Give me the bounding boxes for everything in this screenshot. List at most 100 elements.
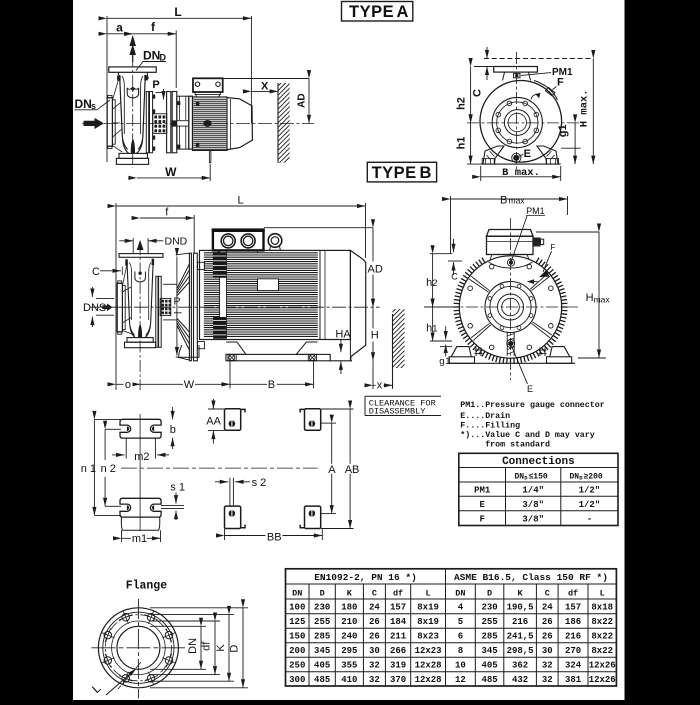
svg-text:216: 216 (512, 617, 528, 627)
svg-text:C: C (372, 588, 377, 598)
svg-text:h: h (426, 277, 432, 289)
svg-text:DN: DN (455, 588, 465, 598)
svg-text:AD: AD (297, 93, 308, 107)
svg-text:125: 125 (289, 617, 305, 627)
svg-text:EN1092-2, PN 16 *): EN1092-2, PN 16 *) (314, 572, 417, 583)
svg-text:F: F (551, 243, 556, 252)
svg-text:3/8": 3/8" (522, 500, 544, 510)
svg-text:1: 1 (432, 324, 437, 335)
svg-text:8x22: 8x22 (591, 632, 613, 642)
svg-text:≥200: ≥200 (584, 472, 603, 481)
svg-text:285: 285 (314, 632, 330, 642)
svg-text:100: 100 (289, 603, 305, 613)
svg-text:PM1: PM1 (474, 486, 491, 496)
svg-text:210: 210 (341, 617, 357, 627)
svg-text:ASME B16.5, Class 150 RF *): ASME B16.5, Class 150 RF *) (454, 572, 608, 583)
svg-text:255: 255 (481, 617, 497, 627)
svg-text:C: C (92, 266, 100, 278)
svg-text:D: D (229, 645, 241, 653)
svg-text:DN: DN (143, 49, 160, 63)
svg-text:32: 32 (542, 661, 553, 671)
svg-text:DND: DND (165, 236, 188, 248)
svg-text:32: 32 (369, 661, 380, 671)
svg-text:-: - (587, 514, 592, 524)
svg-text:s 1: s 1 (170, 481, 185, 493)
svg-text:432: 432 (512, 675, 528, 685)
svg-text:26: 26 (369, 632, 380, 642)
svg-text:190,5: 190,5 (507, 603, 534, 613)
svg-text:H max.: H max. (579, 89, 591, 127)
svg-text:n 1: n 1 (81, 463, 96, 475)
svg-text:157: 157 (390, 603, 406, 613)
svg-text:8x23: 8x23 (417, 632, 439, 642)
svg-text:a: a (116, 21, 123, 35)
svg-text:8: 8 (458, 646, 463, 656)
svg-text:AA: AA (206, 416, 221, 428)
svg-text:230: 230 (314, 603, 330, 613)
svg-text:W: W (184, 379, 195, 391)
svg-text:L: L (600, 588, 605, 598)
svg-text:3/8": 3/8" (522, 514, 544, 524)
svg-text:241,5: 241,5 (507, 632, 534, 642)
svg-text:B: B (420, 164, 432, 182)
svg-text:211: 211 (390, 632, 407, 642)
svg-text:1/2": 1/2" (579, 500, 601, 510)
svg-text:250: 250 (289, 661, 305, 671)
svg-text:1/4": 1/4" (522, 486, 544, 496)
svg-text:n 2: n 2 (101, 463, 116, 475)
svg-text:W: W (165, 165, 177, 179)
svg-text:E: E (524, 148, 531, 160)
svg-text:DISASSEMBLY: DISASSEMBLY (369, 406, 426, 416)
svg-text:405: 405 (481, 661, 497, 671)
svg-text:319: 319 (390, 661, 406, 671)
svg-text:x: x (377, 380, 383, 392)
svg-text:df: df (568, 588, 578, 598)
svg-text:324: 324 (565, 661, 582, 671)
svg-text:max: max (509, 195, 526, 205)
svg-text:E: E (479, 500, 485, 510)
svg-text:DN: DN (187, 638, 199, 654)
svg-text:o: o (125, 379, 131, 391)
svg-text:370: 370 (390, 675, 406, 685)
svg-text:L: L (426, 588, 431, 598)
svg-text:266: 266 (390, 646, 406, 656)
svg-text:184: 184 (390, 617, 407, 627)
svg-text:E: E (527, 384, 533, 394)
svg-text:240: 240 (341, 632, 357, 642)
svg-text:32: 32 (369, 675, 380, 685)
svg-text:186: 186 (565, 617, 581, 627)
svg-text:DN: DN (570, 472, 580, 481)
svg-text:s 2: s 2 (252, 477, 267, 489)
svg-text:12x26: 12x26 (589, 675, 616, 685)
svg-text:b: b (170, 424, 176, 436)
svg-text:C: C (451, 272, 458, 282)
svg-text:E....Drain: E....Drain (460, 411, 510, 421)
svg-text:PM1: PM1 (526, 206, 545, 216)
svg-text:180: 180 (341, 603, 357, 613)
svg-text:TYPE: TYPE (372, 164, 417, 182)
svg-text:B max.: B max. (502, 167, 540, 179)
svg-text:max: max (594, 295, 611, 305)
svg-text:485: 485 (314, 675, 330, 685)
svg-text:32: 32 (542, 675, 553, 685)
svg-text:298,5: 298,5 (507, 646, 534, 656)
svg-text:345: 345 (481, 646, 497, 656)
svg-text:12x23: 12x23 (415, 646, 442, 656)
svg-text:D: D (320, 588, 325, 598)
svg-text:230: 230 (481, 603, 497, 613)
svg-text:B: B (268, 379, 275, 391)
svg-text:B: B (500, 194, 507, 206)
svg-text:df: df (393, 588, 403, 598)
svg-text:12: 12 (455, 675, 466, 685)
svg-text:255: 255 (314, 617, 330, 627)
svg-text:X: X (261, 80, 269, 92)
svg-text:K: K (215, 644, 227, 652)
svg-text:≤150: ≤150 (529, 472, 548, 481)
svg-text:K: K (518, 588, 524, 598)
svg-text:df: df (201, 641, 213, 651)
svg-text:30: 30 (542, 646, 553, 656)
svg-text:1/2": 1/2" (579, 486, 601, 496)
svg-text:26: 26 (542, 617, 553, 627)
svg-text:m2: m2 (134, 451, 149, 463)
svg-text:D: D (487, 588, 492, 598)
